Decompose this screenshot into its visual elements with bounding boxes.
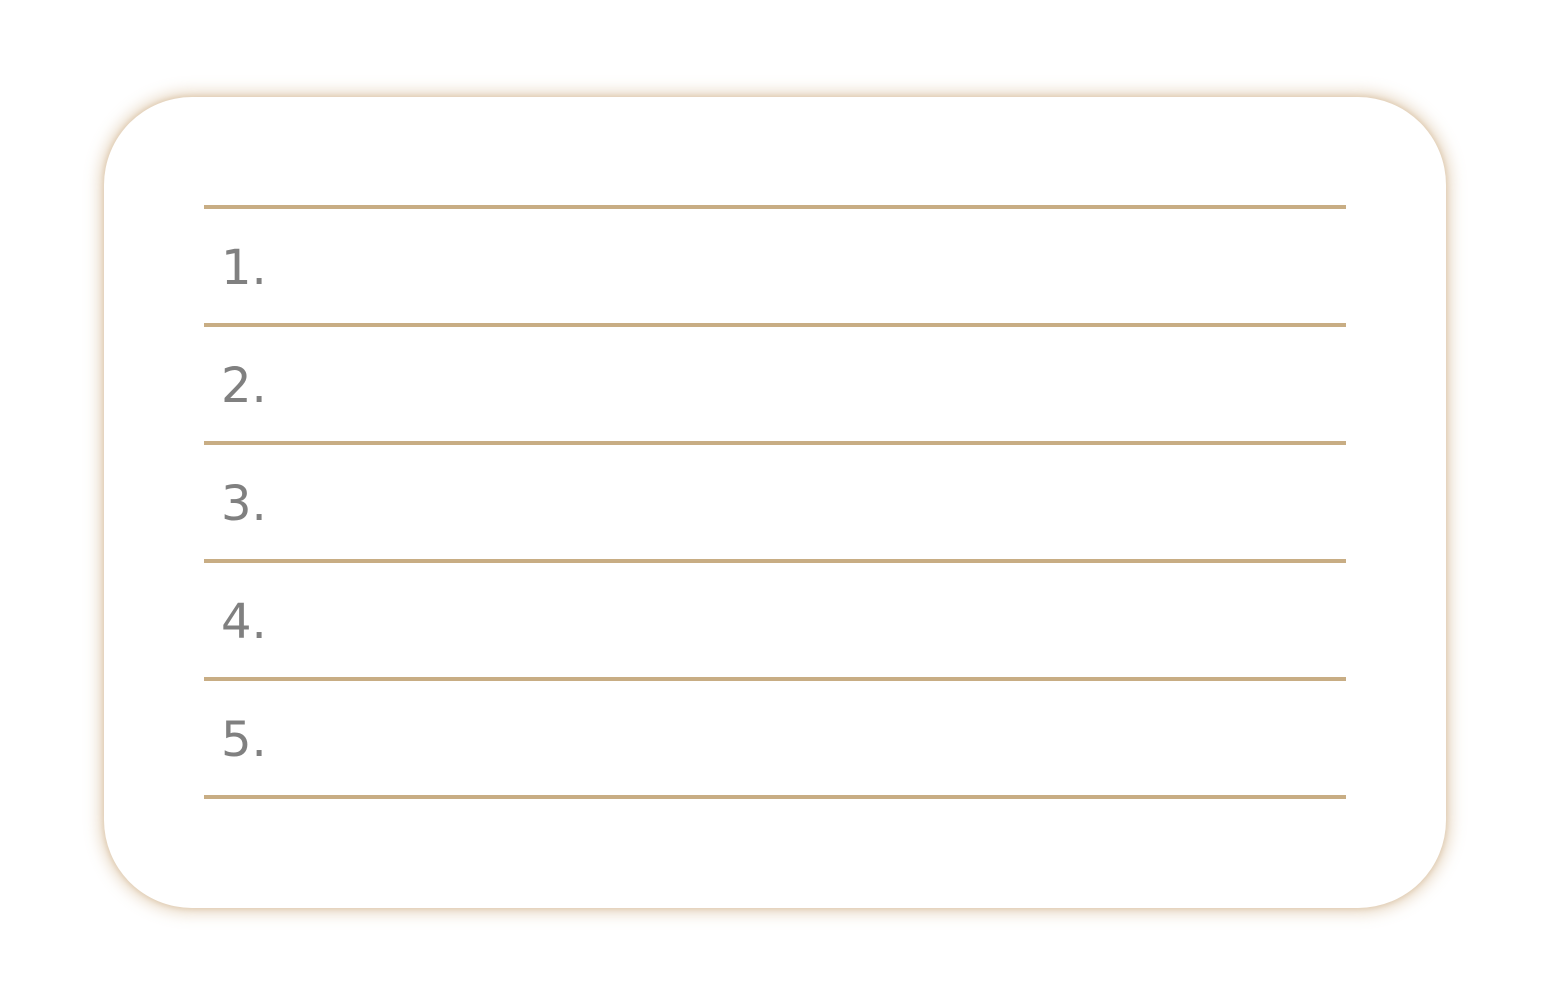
numbered-list-card: 1. 2. 3. 4. 5. bbox=[104, 97, 1446, 908]
list-item[interactable]: 3. bbox=[204, 445, 1346, 559]
rule-line bbox=[204, 677, 1346, 681]
list-item[interactable]: 4. bbox=[204, 563, 1346, 677]
rule-line bbox=[204, 559, 1346, 563]
list-item[interactable]: 2. bbox=[204, 327, 1346, 441]
list-item-number: 4. bbox=[221, 594, 267, 650]
rule-line bbox=[204, 441, 1346, 445]
list-item-number: 3. bbox=[221, 476, 267, 532]
rule-line bbox=[204, 205, 1346, 209]
list-item[interactable]: 1. bbox=[204, 209, 1346, 323]
numbered-list: 1. 2. 3. 4. 5. bbox=[204, 205, 1346, 799]
list-item[interactable]: 5. bbox=[204, 681, 1346, 795]
list-item-number: 2. bbox=[221, 358, 267, 414]
rule-line bbox=[204, 795, 1346, 799]
list-item-number: 5. bbox=[221, 712, 267, 768]
rule-line bbox=[204, 323, 1346, 327]
list-item-number: 1. bbox=[221, 240, 267, 296]
